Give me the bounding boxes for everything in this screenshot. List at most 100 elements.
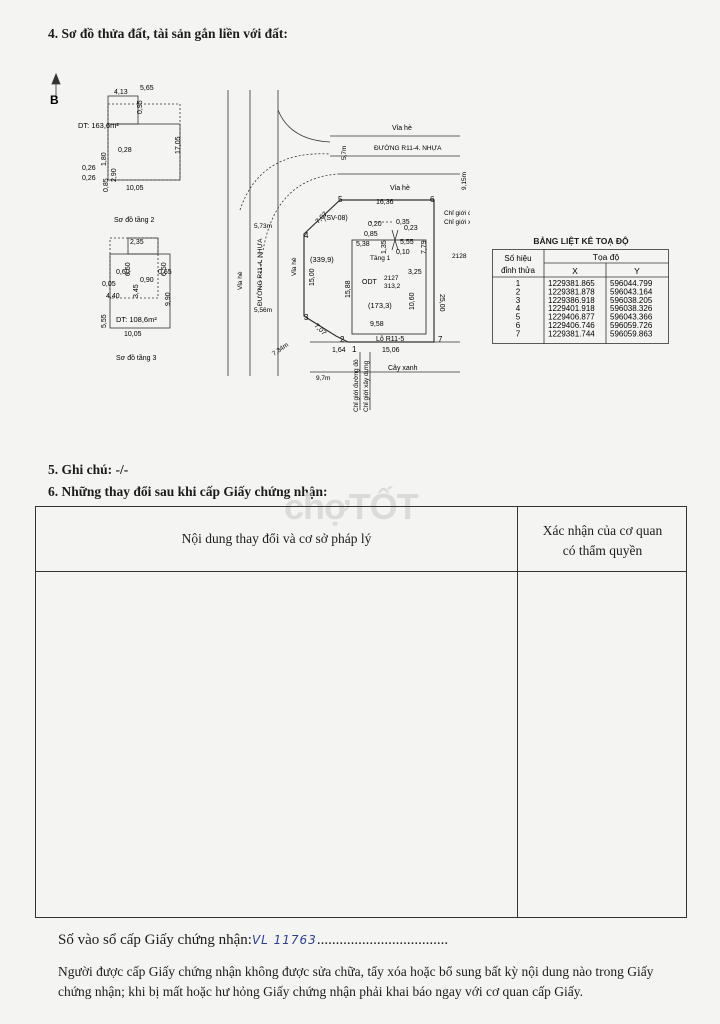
section-4-title: 4. Sơ đồ thửa đất, tài sản gắn liền với … bbox=[48, 26, 288, 41]
edge-dim: 0,23 bbox=[404, 225, 418, 232]
sidewalk-left-inner: Vỉa hè bbox=[290, 257, 298, 276]
coord-head: Tọa độ bbox=[593, 252, 620, 262]
floor2-area: DT: 163,6m² bbox=[78, 121, 119, 130]
road-width-top: 5,7m bbox=[341, 146, 348, 160]
coord-point: 1 bbox=[516, 279, 521, 288]
coord-x: 1229406.877 bbox=[548, 313, 595, 322]
registry-dots: ................................... bbox=[316, 932, 449, 948]
vertex-1: 1 bbox=[352, 345, 357, 354]
floor3-dim: 9,90 bbox=[165, 292, 172, 306]
floor3-dim: 3,45 bbox=[133, 284, 140, 298]
floor3-dim: 0,90 bbox=[140, 277, 154, 284]
floor3-dim: 0,65 bbox=[158, 269, 172, 276]
edge-dim: 15,88 bbox=[345, 280, 352, 298]
north-label: B bbox=[50, 93, 59, 107]
edge-dim: 5,38 bbox=[356, 241, 370, 248]
edge-dim: 5,55 bbox=[400, 239, 414, 246]
width-bottom-left: 7,34m bbox=[271, 342, 290, 358]
coordinate-table: BẢNG LIỆT KÊ TOẠ ĐỘ Số hiệu đỉnh thửa Tọ… bbox=[492, 236, 670, 350]
changes-table: Nội dung thay đổi và cơ sở pháp lý Xác n… bbox=[35, 506, 687, 918]
vertex-4: 4 bbox=[304, 231, 309, 240]
coord-y: 596059.726 bbox=[610, 321, 653, 330]
sheet-no: 313,2 bbox=[384, 283, 401, 290]
floor2-dim: 1,80 bbox=[101, 152, 108, 166]
floor3-dim: 2,35 bbox=[130, 239, 144, 246]
floor3-dim: 6,50 bbox=[161, 262, 168, 276]
coord-x: 1229381.744 bbox=[548, 329, 595, 338]
edge-dim: 7,79 bbox=[421, 240, 428, 254]
floor2-dim: 0,26 bbox=[82, 175, 96, 182]
site-plan: Vỉa hè ĐƯỜNG R11-4. NHỰA Vỉa hè 5,7m 9,1… bbox=[227, 90, 470, 412]
floor2-dim: 2,90 bbox=[111, 168, 118, 182]
area-total: (339,9) bbox=[310, 255, 334, 264]
section-5-title: 5. Ghi chú: -/- bbox=[48, 462, 129, 477]
width-bottom: 9,7m bbox=[316, 375, 330, 382]
edge-dim: 16,36 bbox=[376, 199, 394, 206]
coord-y: 596059.863 bbox=[610, 329, 653, 338]
coord-y: 596043.366 bbox=[610, 313, 653, 322]
floor-2-sketch: B DT: 163,6m² 4,13 5,65 0,95 17,05 0,28 … bbox=[50, 72, 182, 224]
edge-dim: 7,07 bbox=[313, 322, 328, 337]
vertex-5: 5 bbox=[338, 195, 343, 204]
confirm-header-line-2: có thẩm quyền bbox=[562, 543, 643, 558]
floor2-dim: 0,95 bbox=[137, 100, 144, 114]
edge-dim: 15,00 bbox=[309, 268, 316, 286]
floor3-dim: 10,05 bbox=[124, 331, 142, 338]
coord-point: 6 bbox=[516, 321, 521, 330]
confirm-header-line-1: Xác nhận của cơ quan bbox=[542, 523, 663, 538]
road-top: ĐƯỜNG R11-4. NHỰA bbox=[374, 143, 442, 152]
edge-dim: 9,58 bbox=[370, 321, 384, 328]
coord-y: 596038.205 bbox=[610, 296, 653, 305]
vertex-7: 7 bbox=[438, 335, 443, 344]
changes-col-content-header: Nội dung thay đổi và cơ sở pháp lý bbox=[181, 531, 372, 546]
section-6-title: 6. Những thay đổi sau khi cấp Giấy chứng… bbox=[48, 484, 328, 499]
north-arrow-head-icon bbox=[51, 72, 61, 85]
floor2-dim: 0,28 bbox=[118, 147, 132, 154]
coord-y: 596043.164 bbox=[610, 287, 653, 296]
coord-x: 1229401.918 bbox=[548, 304, 595, 313]
coord-head-point-1: Số hiệu bbox=[504, 254, 531, 263]
footer-note: Người được cấp Giấy chứng nhận không đượ… bbox=[58, 964, 654, 999]
neighbor-code: (SV-08) bbox=[324, 215, 348, 222]
edge-dim: 0,35 bbox=[396, 219, 410, 226]
floor3-dim: 4,40 bbox=[106, 293, 120, 300]
edge-dim: 1,35 bbox=[381, 240, 388, 254]
edge-dim: 0,85 bbox=[364, 231, 378, 238]
coord-head-x: X bbox=[572, 266, 578, 276]
floor-label: Tầng 1 bbox=[370, 253, 391, 262]
coord-y: 596044.799 bbox=[610, 279, 653, 288]
coord-x: 1229406.746 bbox=[548, 321, 595, 330]
floor2-dim: 0,26 bbox=[82, 165, 96, 172]
edge-dim: 0,20 bbox=[368, 221, 382, 228]
width-left-top: 5,73m bbox=[254, 223, 272, 230]
registry-line: Số vào sổ cấp Giấy chứng nhận:VL 11763..… bbox=[58, 932, 448, 949]
coord-table-title: BẢNG LIỆT KÊ TOẠ ĐỘ bbox=[533, 236, 629, 246]
vertex-2: 2 bbox=[340, 335, 345, 344]
road-boundary-label: Chỉ giới đường đỏ bbox=[352, 359, 360, 412]
edge-dim: 0,10 bbox=[396, 249, 410, 256]
land-use: ODT bbox=[362, 279, 378, 286]
coord-x: 1229386.918 bbox=[548, 296, 595, 305]
sidewalk-top: Vỉa hè bbox=[392, 124, 412, 132]
edge-dim: 1,64 bbox=[332, 347, 346, 354]
floor3-dim: 6,50 bbox=[125, 262, 132, 276]
coord-y: 596038.326 bbox=[610, 304, 653, 313]
floor3-dim: 0,05 bbox=[102, 281, 116, 288]
floor2-dim: 5,65 bbox=[140, 85, 154, 92]
coord-x: 1229381.878 bbox=[548, 287, 595, 296]
floor2-dim: 10,05 bbox=[126, 185, 144, 192]
floor3-dim: 5,55 bbox=[101, 314, 108, 328]
coord-x: 1229381.865 bbox=[548, 279, 595, 288]
road-boundary-legend: Chỉ giới đường đỏ bbox=[444, 209, 470, 217]
floor2-dim: 0,85 bbox=[103, 178, 110, 192]
edge-dim: 3,25 bbox=[408, 269, 422, 276]
floor2-caption: Sơ đồ tầng 2 bbox=[114, 215, 155, 224]
floor3-caption: Sơ đồ tầng 3 bbox=[116, 353, 157, 362]
vertex-3: 3 bbox=[304, 313, 309, 322]
edge-dim: 10,60 bbox=[409, 292, 416, 310]
parcel-no: 2127 bbox=[384, 275, 399, 282]
floor-3-sketch: 2,35 6,50 6,50 0,60 0,65 0,05 0,90 3,45 … bbox=[101, 237, 172, 362]
width-left-bottom: 5,56m bbox=[254, 307, 272, 314]
edge-dim: 15,06 bbox=[382, 347, 400, 354]
